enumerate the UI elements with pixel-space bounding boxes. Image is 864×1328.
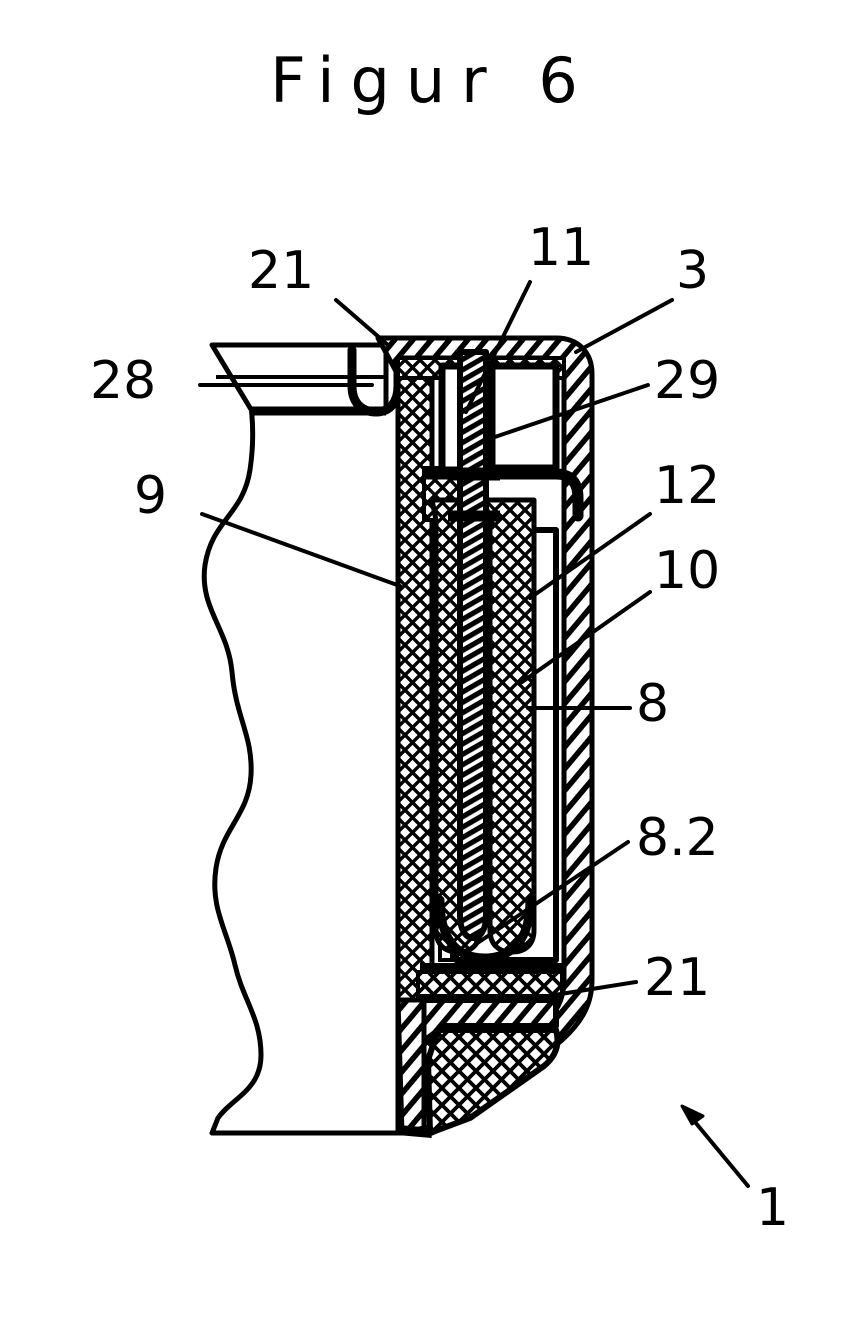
- leader-9: [200, 512, 402, 588]
- plug-shaft: [457, 349, 489, 941]
- leader-lines: [198, 280, 674, 998]
- ref-label-1: 1: [756, 1178, 790, 1238]
- inner-plug: [429, 349, 537, 963]
- leader-21-top: [334, 298, 390, 347]
- ref-label-11: 11: [528, 218, 595, 278]
- chamber-upper-right: [488, 362, 560, 472]
- leader-12: [528, 512, 652, 600]
- ref-label-8-2: 8.2: [636, 808, 719, 868]
- leader-21-bottom: [546, 980, 638, 998]
- leader-3: [574, 298, 674, 354]
- ref-label-21-top: 21: [248, 241, 315, 301]
- arrow-head: [680, 1104, 705, 1126]
- ref-label-3: 3: [676, 241, 710, 301]
- leader-29: [484, 383, 650, 442]
- ref-label-28: 28: [90, 351, 157, 411]
- drawing-body: [198, 280, 750, 1188]
- leader-8-2: [474, 840, 630, 946]
- leader-11: [464, 280, 532, 414]
- ref-label-21-bottom: 21: [644, 948, 711, 1008]
- ref-label-12: 12: [654, 456, 721, 516]
- ref-label-8: 8: [636, 674, 670, 734]
- ref-label-29: 29: [654, 351, 721, 411]
- top-flange: [209, 342, 403, 417]
- ref-label-10: 10: [654, 541, 721, 601]
- ref-label-9: 9: [134, 466, 168, 526]
- assembly-arrow: [680, 1104, 750, 1188]
- plug-sheath-right: [481, 497, 537, 955]
- container-wall-outline: [201, 342, 400, 1136]
- break-line: [201, 342, 264, 1136]
- figure-title: Figur 6: [270, 44, 594, 117]
- leader-10: [520, 590, 652, 684]
- bottom-foot: [395, 963, 566, 1138]
